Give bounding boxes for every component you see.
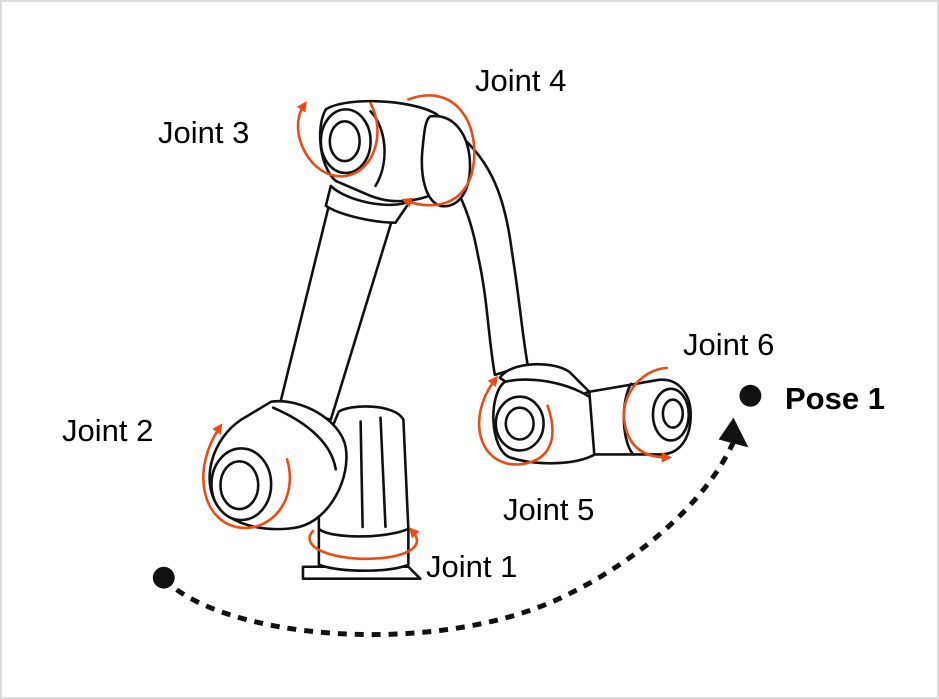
trajectory-path: [161, 438, 737, 638]
joint-6-rotation-arrow: [622, 366, 673, 463]
pose-1-label: Pose 1: [785, 381, 885, 416]
joint-4-label: Joint 4: [475, 63, 567, 98]
joint-3-rotation-arrow: [296, 101, 379, 178]
joint-2-rotation-arrow: [202, 423, 292, 530]
forearm-link: [423, 120, 529, 377]
joint-1-rotation-arrow: [308, 527, 420, 561]
joint-1-label: Joint 1: [426, 549, 518, 584]
joint-4-housing: [420, 114, 472, 208]
joint-4-rotation-arrow: [401, 94, 476, 208]
base-cylinder: [317, 527, 410, 573]
start-point-dot: [152, 566, 175, 589]
pose-1-dot: [739, 384, 762, 407]
joint-6-label: Joint 6: [683, 327, 775, 362]
joint-5-rotation-arrow: [477, 375, 554, 466]
joint-3-label: Joint 3: [158, 115, 250, 150]
robot-arm: [208, 99, 693, 580]
joint-2-label: Joint 2: [62, 413, 154, 448]
upper-arm-link: [277, 204, 394, 421]
elbow-collar: [324, 184, 412, 225]
trajectory-arrowhead: [718, 417, 749, 448]
rotation-arrows: [202, 94, 673, 561]
joint-5-face: [494, 395, 545, 452]
trajectory: [152, 384, 762, 638]
joint-3-face: [319, 108, 372, 175]
joint-5-label: Joint 5: [503, 492, 595, 527]
